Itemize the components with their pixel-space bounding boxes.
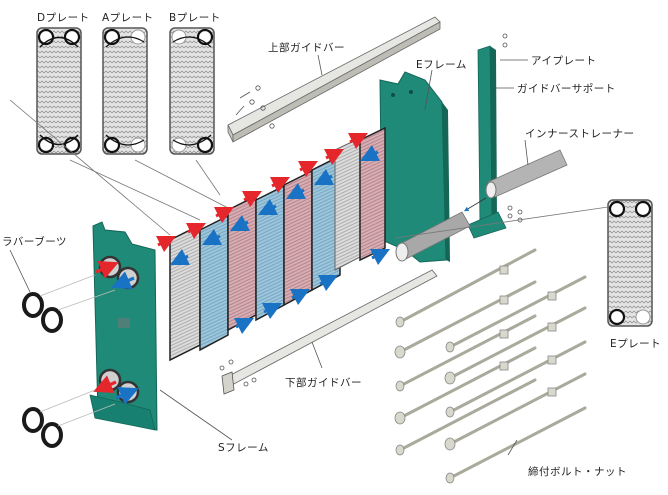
plate-pink-3 bbox=[359, 126, 386, 262]
label-leaders bbox=[9, 54, 529, 456]
label-e-frame: Eフレーム bbox=[416, 59, 467, 71]
plate-blue-1 bbox=[199, 214, 229, 352]
plate-stack-gray bbox=[334, 136, 363, 271]
label-b-plate: Bプレート bbox=[169, 12, 221, 24]
label-guide-bar-support: ガイドバーサポート bbox=[517, 83, 616, 95]
plate-pink-2 bbox=[283, 169, 313, 307]
hot-flow-arrows bbox=[155, 132, 369, 253]
label-eye-plate: アイプレート bbox=[531, 55, 597, 67]
label-inner-strainer: インナーストレーナー bbox=[525, 128, 635, 140]
label-s-frame: Sフレーム bbox=[218, 442, 269, 454]
inner-strainer-illustration bbox=[395, 149, 568, 262]
label-a-plate: Aプレート bbox=[102, 12, 154, 24]
tie-bolts-illustration bbox=[398, 248, 587, 480]
plate-pack-illustration bbox=[155, 126, 391, 362]
d-plate-illustration bbox=[36, 27, 82, 155]
s-frame-illustration bbox=[89, 221, 158, 431]
plate-blue-2 bbox=[255, 184, 285, 322]
label-e-plate: Eプレート bbox=[610, 338, 662, 350]
label-d-plate: Dプレート bbox=[37, 12, 90, 24]
label-rubber-boots: ラバーブーツ bbox=[2, 236, 68, 248]
b-plate-illustration bbox=[169, 27, 215, 155]
tie-bolt-nuts bbox=[394, 265, 557, 484]
label-upper-guide-bar: 上部ガイドバー bbox=[268, 42, 345, 54]
lower-guide-bar-illustration bbox=[219, 269, 438, 395]
rubber-boots-illustration bbox=[22, 274, 116, 448]
top-plate-leaders bbox=[9, 99, 233, 236]
upper-guide-bar-illustration bbox=[227, 16, 441, 143]
label-tie-bolts-nuts: 締付ボルト・ナット bbox=[528, 466, 627, 478]
plate-gray-1 bbox=[169, 223, 201, 362]
guide-bar-support-illustration bbox=[467, 33, 523, 239]
plate-pink-1 bbox=[227, 194, 257, 332]
a-plate-illustration bbox=[102, 27, 148, 155]
label-lower-guide-bar: 下部ガイドバー bbox=[285, 377, 362, 389]
e-plate-illustration bbox=[394, 199, 653, 327]
cold-flow-arrows bbox=[169, 144, 391, 335]
